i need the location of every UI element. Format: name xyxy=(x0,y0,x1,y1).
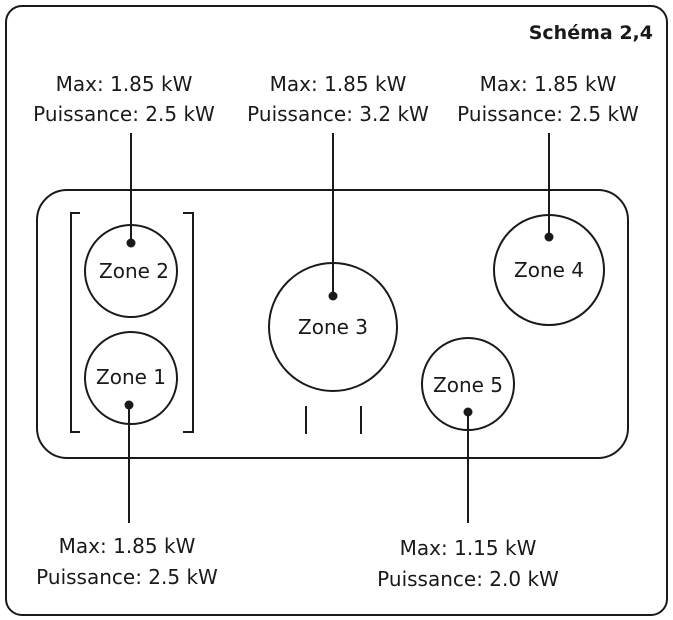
bridge-bracket-left xyxy=(70,212,80,433)
bridge-bracket-right xyxy=(183,212,194,433)
zone-3-power-label: Puissance: 3.2 kW xyxy=(247,102,429,126)
zone-5-power-label: Puissance: 2.0 kW xyxy=(377,567,559,591)
zone-4-power-label: Puissance: 2.5 kW xyxy=(457,102,639,126)
zone-3-name: Zone 3 xyxy=(298,315,368,339)
zone-5-name: Zone 5 xyxy=(433,373,503,397)
zone-3-dot xyxy=(328,291,338,301)
zone-5-dot xyxy=(463,407,473,417)
zone-2-max-label: Max: 1.85 kW xyxy=(55,72,193,96)
zone-2-name: Zone 2 xyxy=(99,259,169,283)
zone-4-name: Zone 4 xyxy=(514,258,584,282)
outer-frame xyxy=(5,5,668,616)
zone-1-circle xyxy=(84,331,178,425)
zone-1-power-label: Puissance: 2.5 kW xyxy=(36,565,218,589)
zone-2-power-label: Puissance: 2.5 kW xyxy=(33,102,215,126)
zone-1-name: Zone 1 xyxy=(96,365,166,389)
zone-4-dot xyxy=(544,232,554,242)
zone-3-max-label: Max: 1.85 kW xyxy=(269,72,407,96)
zone-4-max-label: Max: 1.85 kW xyxy=(479,72,617,96)
zone-2-dot xyxy=(126,238,136,248)
figure-title: Schéma 2,4 xyxy=(528,22,653,44)
zone-1-max-label: Max: 1.85 kW xyxy=(58,534,196,558)
zone-1-dot xyxy=(124,400,134,410)
zone-5-max-label: Max: 1.15 kW xyxy=(399,536,537,560)
